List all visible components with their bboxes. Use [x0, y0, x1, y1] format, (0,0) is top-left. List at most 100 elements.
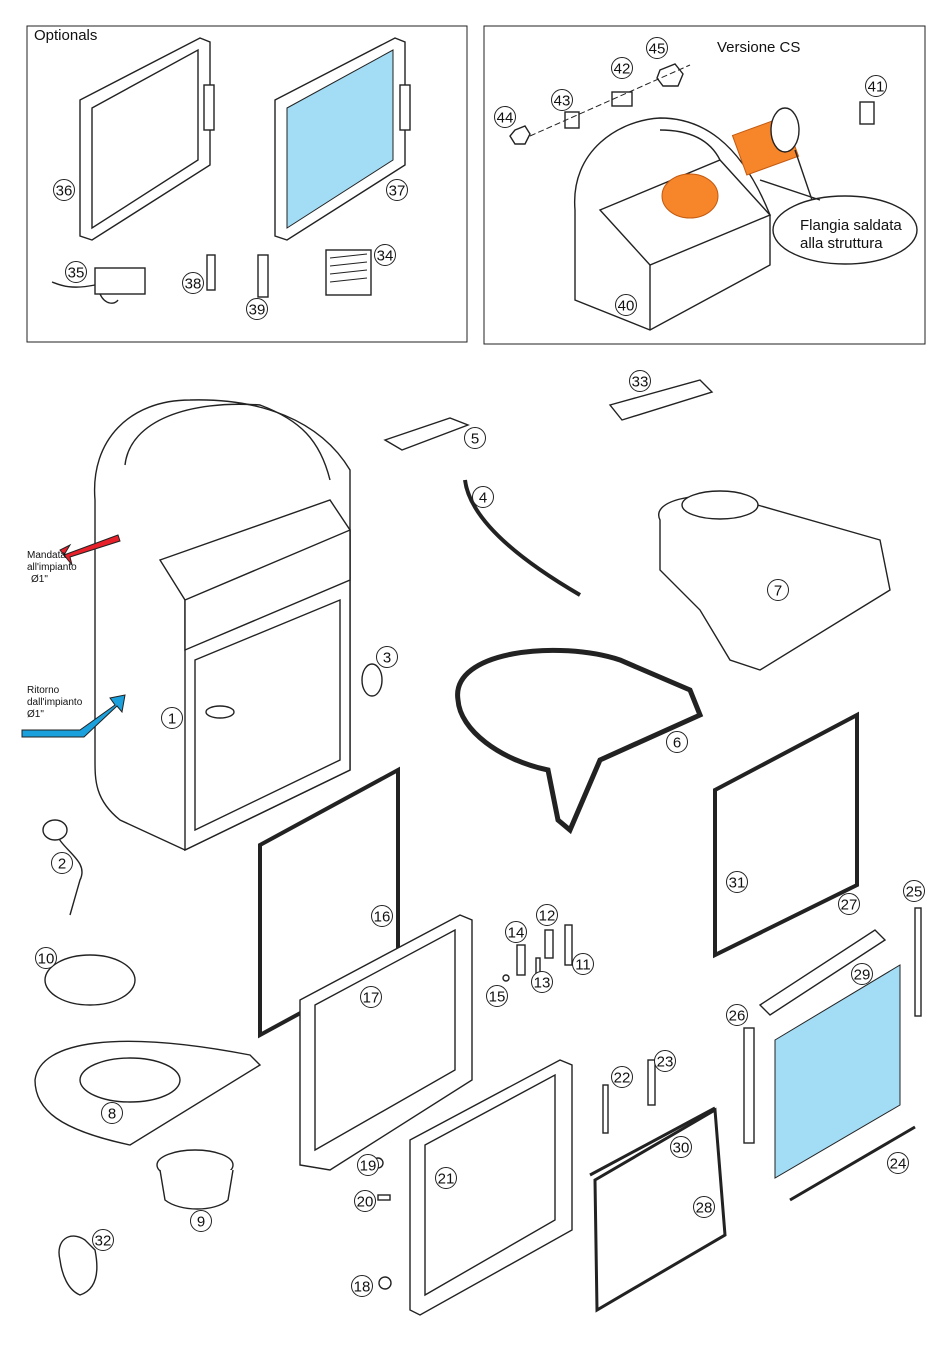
part-number-label: 14	[508, 925, 525, 942]
part-number-label: 23	[657, 1054, 674, 1071]
part-number-label: 21	[438, 1171, 455, 1188]
part-number-label: 30	[673, 1140, 690, 1157]
part-number-circle	[887, 1152, 909, 1174]
part-number-label: 34	[377, 248, 394, 265]
part-number-circle	[376, 646, 398, 668]
part-number-circle	[611, 1066, 633, 1088]
valve-part	[206, 254, 216, 291]
part-number-4: 4	[472, 486, 494, 508]
part-number-circle	[472, 486, 494, 508]
part-number-label: 41	[868, 79, 885, 96]
return-arrow	[21, 694, 126, 738]
part-number-17: 17	[360, 986, 382, 1008]
part-number-label: 15	[489, 989, 506, 1006]
part-number-circle	[670, 1136, 692, 1158]
part-number-18: 18	[351, 1275, 373, 1297]
part-number-label: 2	[58, 856, 66, 873]
part-number-21: 21	[435, 1167, 457, 1189]
part-number-label: 31	[729, 875, 746, 892]
part-number-circle	[35, 947, 57, 969]
part-number-label: 40	[618, 298, 635, 315]
part-number-32: 32	[92, 1229, 114, 1251]
part-number-16: 16	[371, 905, 393, 927]
part-number-37: 37	[386, 179, 408, 201]
part-number-circle	[726, 871, 748, 893]
part-number-circle	[726, 1004, 748, 1026]
part-number-1: 1	[161, 707, 183, 729]
part-number-label: 6	[673, 735, 681, 752]
gasket-28	[593, 1107, 727, 1313]
part-number-23: 23	[654, 1050, 676, 1072]
part-number-28: 28	[693, 1196, 715, 1218]
part-number-label: 16	[374, 909, 391, 926]
part-number-29: 29	[851, 963, 873, 985]
outlet-arrow	[59, 534, 121, 566]
part-number-circle	[486, 985, 508, 1007]
cs-version-title: Versione CS	[717, 39, 800, 56]
part-number-label: 33	[632, 374, 649, 391]
part-number-label: 5	[471, 431, 479, 448]
part-number-label: 4	[479, 490, 487, 507]
part-number-label: 1	[168, 711, 176, 728]
strip-30	[589, 1106, 716, 1177]
part-number-10: 10	[35, 947, 57, 969]
part-number-44: 44	[494, 106, 516, 128]
part-number-circle	[371, 905, 393, 927]
deflector-5	[383, 417, 470, 451]
part-number-40: 40	[615, 294, 637, 316]
part-number-3: 3	[376, 646, 398, 668]
part-number-label: 26	[729, 1008, 746, 1025]
part-number-33: 33	[629, 370, 651, 392]
part-number-circle	[693, 1196, 715, 1218]
strip-24	[789, 1125, 916, 1202]
part-number-circle	[666, 731, 688, 753]
part-number-circle	[611, 57, 633, 79]
gasket-31	[713, 711, 859, 959]
part-number-11: 11	[572, 953, 594, 975]
part-number-circle	[572, 953, 594, 975]
part-number-22: 22	[611, 1066, 633, 1088]
part-number-34: 34	[374, 244, 396, 266]
part-number-circle	[360, 986, 382, 1008]
profile-25	[914, 907, 922, 1017]
part-number-19: 19	[357, 1154, 379, 1176]
stove-main-body	[93, 399, 351, 852]
part-number-circle	[767, 579, 789, 601]
part-number-circle	[161, 707, 183, 729]
part-number-39: 39	[246, 298, 268, 320]
part-number-27: 27	[838, 893, 860, 915]
part-number-circle	[354, 1190, 376, 1212]
part-number-12: 12	[536, 904, 558, 926]
part-number-42: 42	[611, 57, 633, 79]
probe-4	[463, 479, 582, 597]
profile-27	[758, 929, 887, 1016]
part-number-label: 39	[249, 302, 266, 319]
pin-22	[602, 1084, 609, 1134]
part-number-label: 18	[354, 1279, 371, 1296]
part-number-label: 11	[575, 957, 591, 974]
part-number-label: 9	[197, 1214, 205, 1231]
bracket-part	[257, 254, 269, 298]
part-number-41: 41	[865, 75, 887, 97]
flange-callout-bubble	[772, 195, 918, 265]
spring-23	[647, 1059, 656, 1106]
part-number-circle	[536, 904, 558, 926]
part-number-24: 24	[887, 1152, 909, 1174]
part-number-circle	[386, 179, 408, 201]
part-number-circle	[838, 893, 860, 915]
part-number-35: 35	[65, 261, 87, 283]
grille-33	[608, 379, 714, 421]
part-number-circle	[435, 1167, 457, 1189]
part-number-circle	[851, 963, 873, 985]
ash-grate-10	[44, 954, 136, 1006]
gasket-6	[455, 647, 704, 835]
part-number-circle	[615, 294, 637, 316]
part-number-38: 38	[182, 272, 204, 294]
part-number-9: 9	[190, 1210, 212, 1232]
optionals-panel	[26, 25, 468, 343]
part-number-label: 7	[774, 583, 782, 600]
part-number-label: 20	[357, 1194, 374, 1211]
part-number-label: 32	[95, 1233, 112, 1250]
part-number-label: 12	[539, 908, 556, 925]
